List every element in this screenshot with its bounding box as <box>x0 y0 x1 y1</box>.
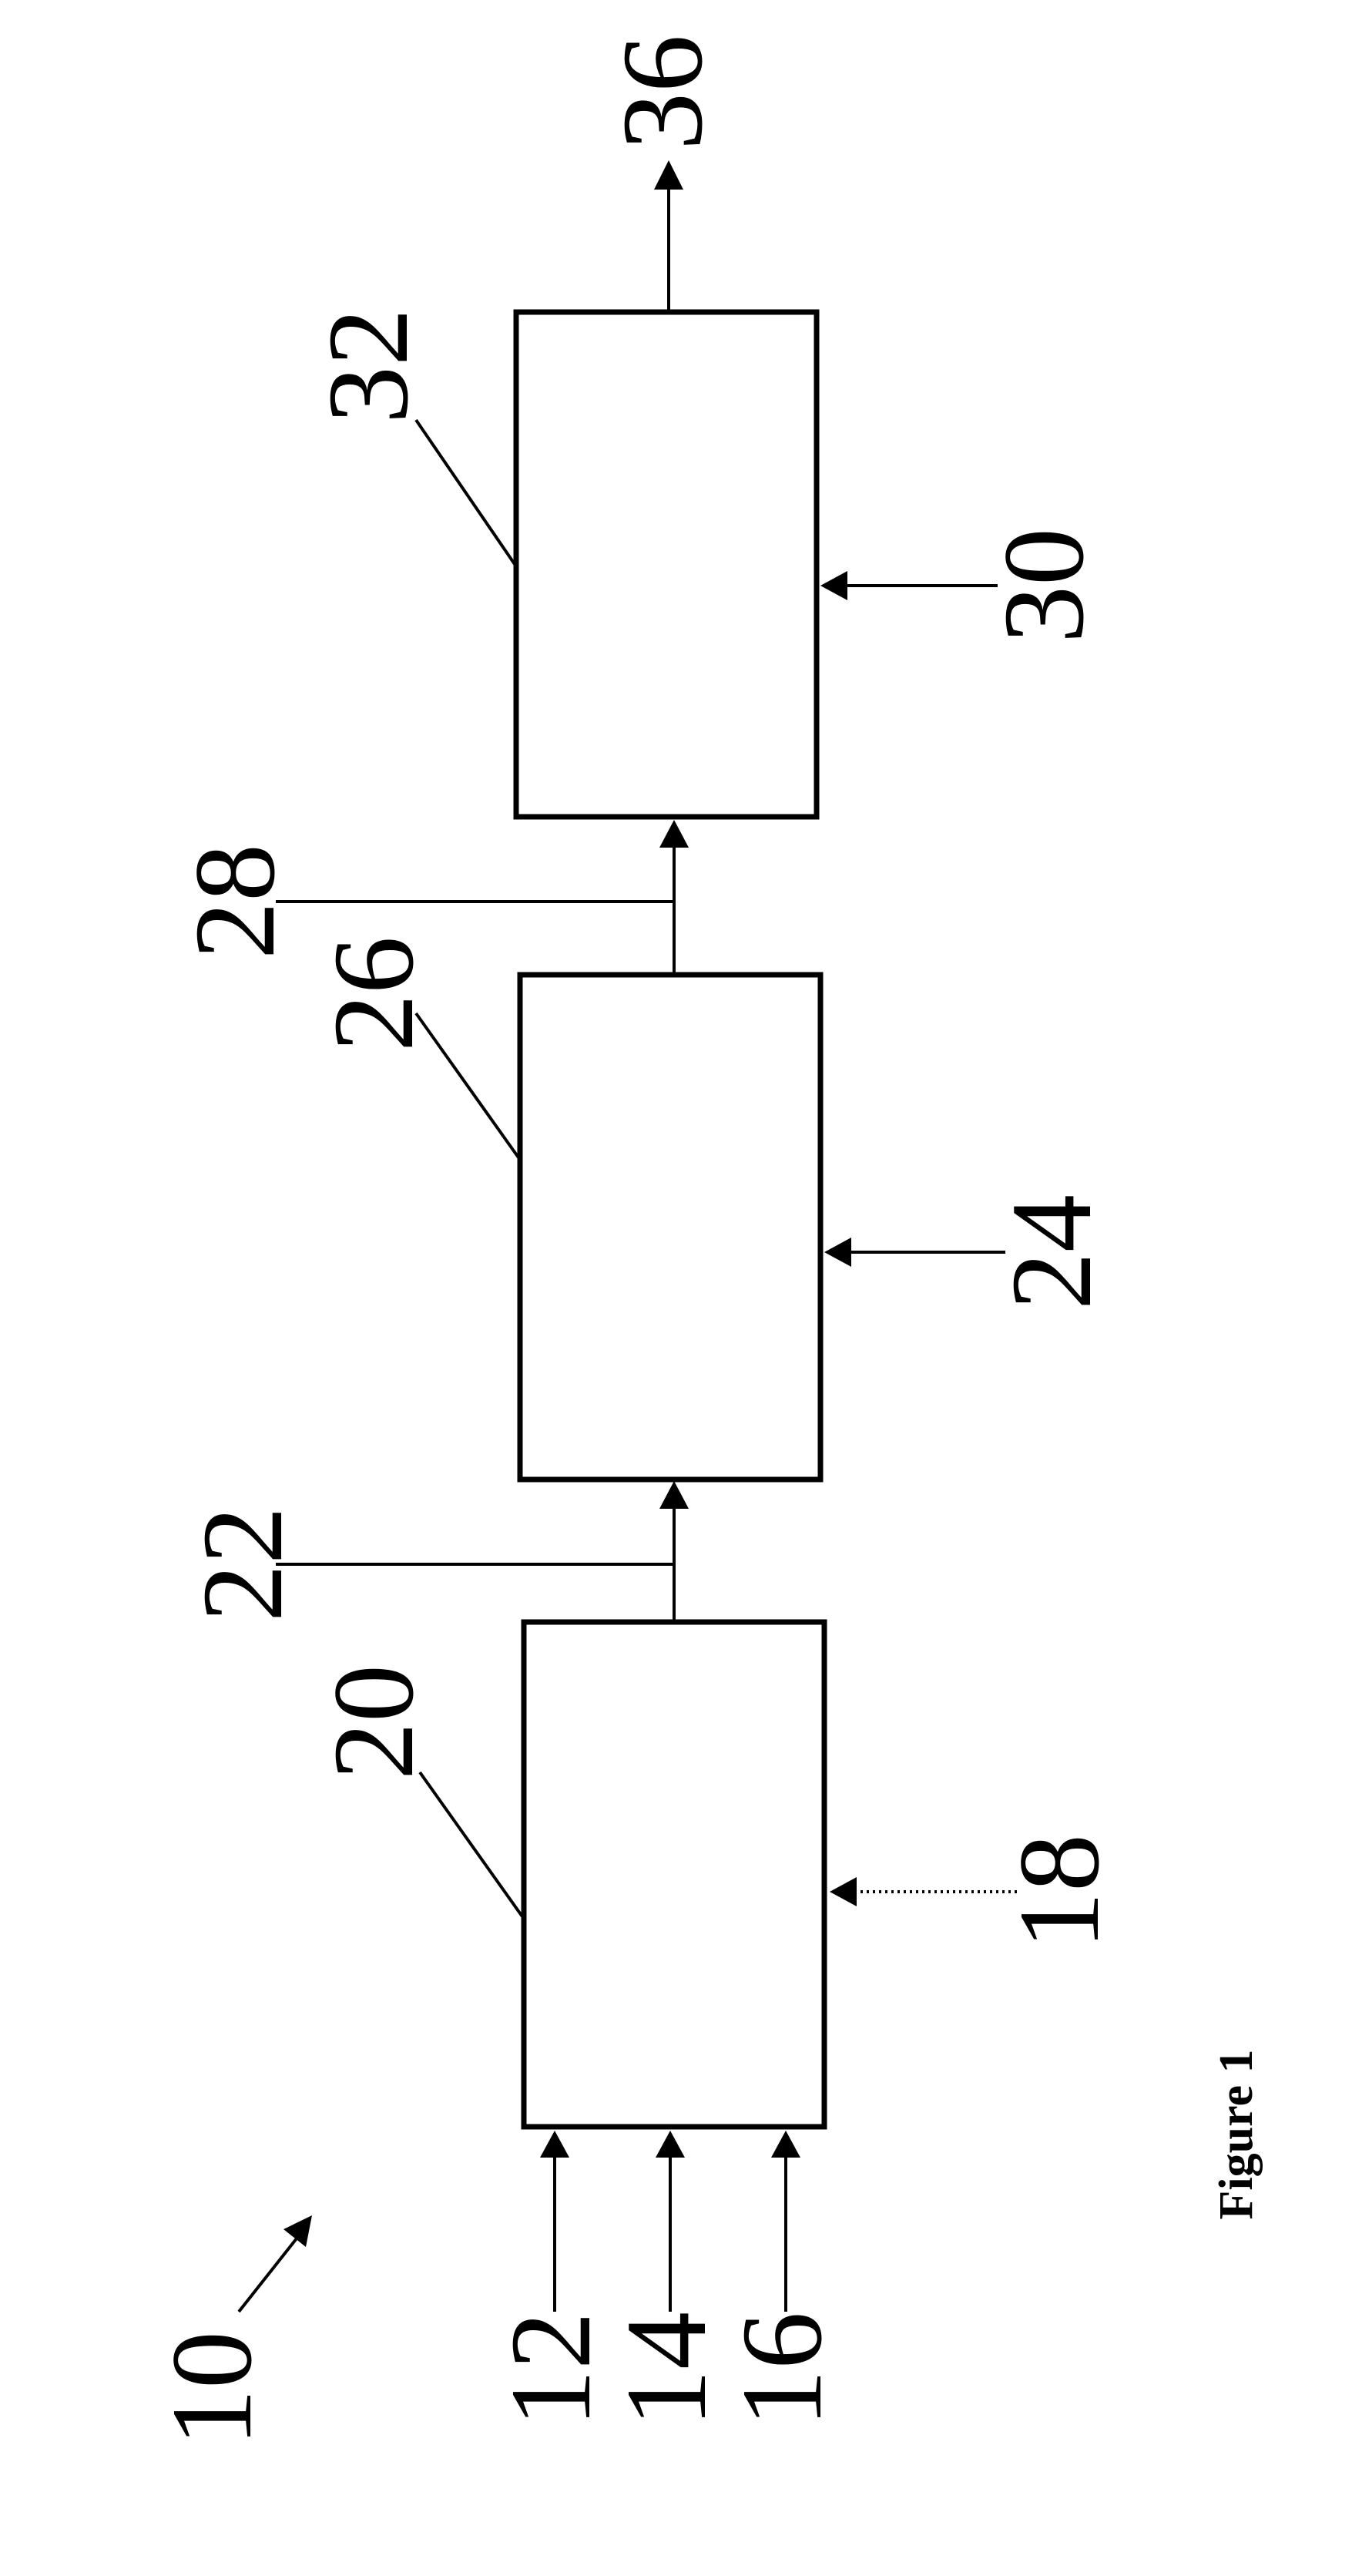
label-16: 16 <box>718 2312 846 2427</box>
system-pointer-arrow <box>237 2215 312 2313</box>
label-32: 32 <box>304 308 432 424</box>
link-arrow-22 <box>276 1481 689 1622</box>
label-20: 20 <box>310 1664 438 1780</box>
label-14: 14 <box>602 2312 730 2427</box>
label-26: 26 <box>310 936 438 1052</box>
leader-32 <box>414 418 518 568</box>
output-arrow-36 <box>654 160 683 312</box>
leader-20 <box>418 1771 525 1920</box>
label-18: 18 <box>995 1834 1123 1950</box>
input-arrow-14 <box>656 2131 685 2312</box>
input-arrow-24 <box>824 1238 1005 1267</box>
label-28: 28 <box>171 844 299 959</box>
label-30: 30 <box>980 528 1108 643</box>
block-26 <box>517 972 824 1483</box>
link-arrow-28 <box>276 820 689 975</box>
figure-caption: Figure 1 <box>1210 2050 1263 2220</box>
input-arrow-30 <box>820 571 998 600</box>
input-arrow-16 <box>771 2131 800 2312</box>
label-36: 36 <box>599 35 726 150</box>
leader-26 <box>414 1012 522 1161</box>
block-32 <box>513 309 820 820</box>
block-20 <box>521 1619 827 2130</box>
label-12: 12 <box>487 2312 615 2427</box>
label-10: 10 <box>148 2331 276 2447</box>
input-arrow-12 <box>540 2131 569 2312</box>
label-22: 22 <box>179 1506 307 1622</box>
input-arrow-18 <box>830 1877 1017 1906</box>
label-24: 24 <box>988 1194 1115 1310</box>
